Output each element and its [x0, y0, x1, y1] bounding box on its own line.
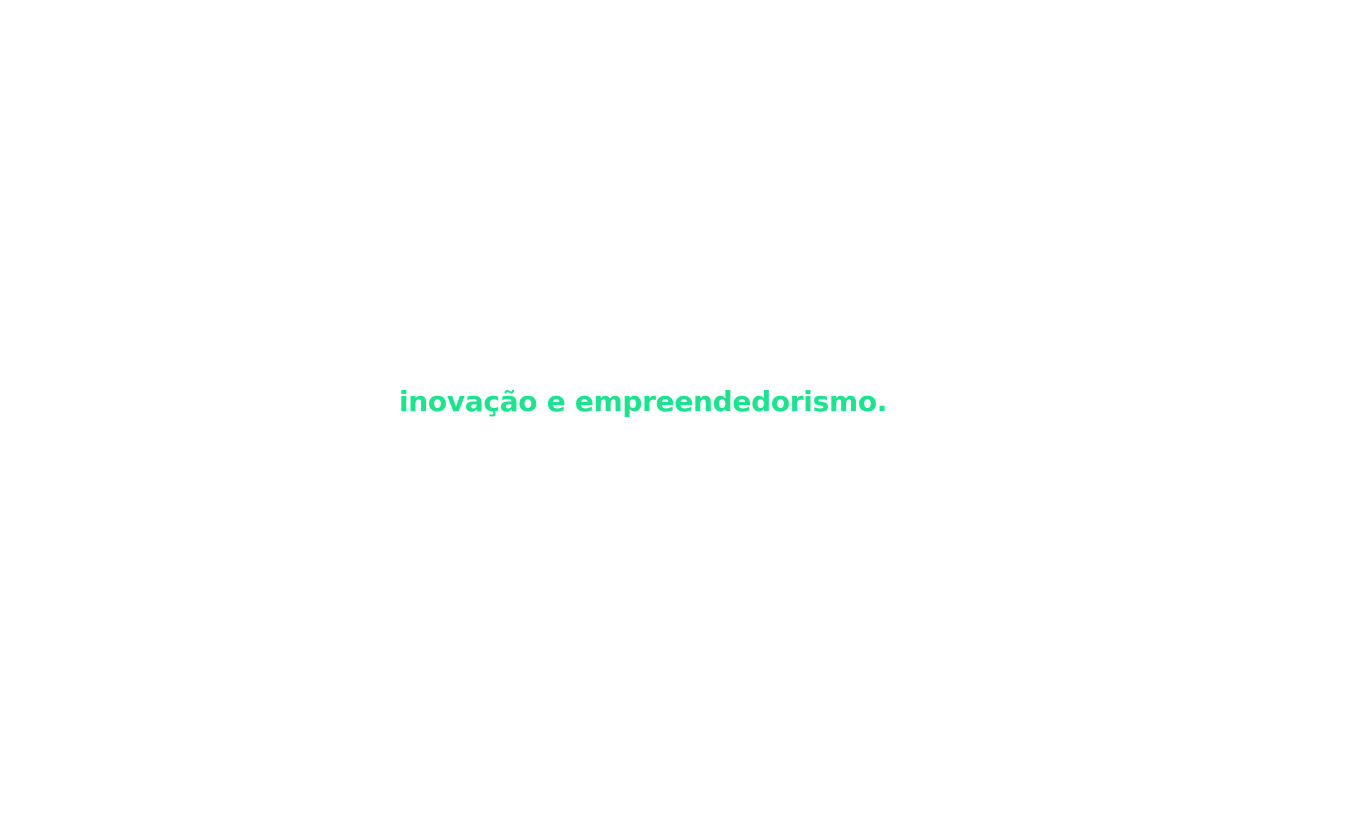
- hero-highlight-text: inovação e empreendedorismo.: [399, 385, 888, 418]
